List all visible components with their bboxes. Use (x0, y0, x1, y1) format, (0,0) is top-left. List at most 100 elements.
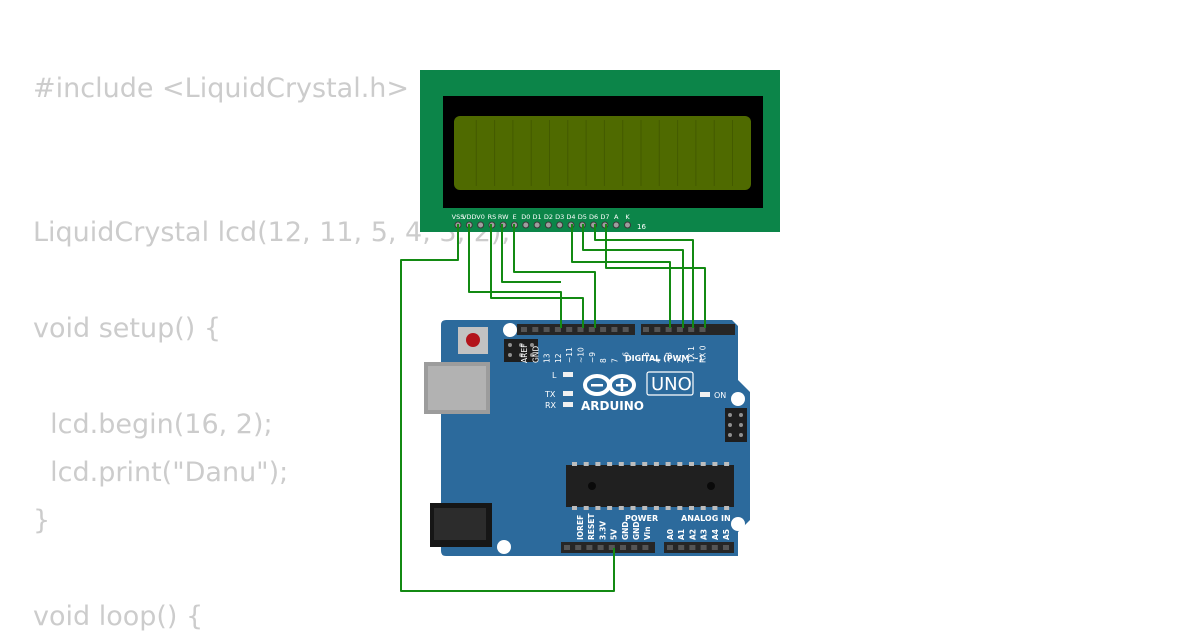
lcd-pin[interactable] (612, 221, 620, 229)
power-pin-hole[interactable] (642, 545, 649, 550)
wire-d4-to-pin5[interactable] (571, 224, 671, 328)
wires (400, 224, 706, 592)
wire-vss-to-5v[interactable] (400, 224, 615, 592)
wire-rs-to-pin12[interactable] (490, 224, 584, 328)
analog-pin-hole[interactable] (723, 545, 729, 550)
lcd-screen (454, 116, 751, 190)
chip-leg (630, 506, 636, 510)
on-led-label: ON (714, 391, 726, 400)
power-pin-hole[interactable] (608, 545, 615, 550)
digital-pin-label: GND (531, 346, 540, 363)
digital-pin-hole[interactable] (554, 327, 561, 332)
analog-pin-label: A2 (688, 529, 697, 540)
digital-pin-hole[interactable] (688, 327, 695, 332)
digital-pin-hole[interactable] (577, 327, 584, 332)
digital-pin-hole[interactable] (521, 327, 527, 332)
lcd-pin-label: D5 (578, 213, 587, 221)
analog-pin-hole[interactable] (678, 545, 685, 550)
arduino-brand-text: ARDUINO (581, 399, 644, 413)
analog-header-title: ANALOG IN (681, 514, 731, 523)
power-pin-hole[interactable] (620, 545, 626, 550)
digital-header-title: DIGITAL (PWM ~) (625, 354, 703, 363)
chip-leg (665, 462, 671, 466)
analog-pin-hole[interactable] (689, 545, 696, 550)
code-line: void setup() { (33, 313, 222, 344)
chip-leg (712, 462, 718, 466)
wire-d7-to-pin2[interactable] (605, 224, 706, 328)
chip-leg (595, 462, 601, 466)
mounting-hole (731, 517, 745, 531)
digital-pin-hole[interactable] (622, 327, 629, 332)
wire-rw-to-gnd[interactable] (501, 224, 561, 283)
code-line: lcd.begin(16, 2); (33, 409, 273, 440)
lcd-pin-label: D7 (600, 213, 609, 221)
chip-leg (677, 506, 683, 510)
digital-pin-label: ~10 (577, 347, 586, 363)
icsp-header (504, 339, 538, 362)
power-pin-label: GND (632, 521, 641, 540)
digital-header-left (517, 324, 635, 335)
icsp-header-right (725, 408, 747, 442)
digital-header-right (641, 324, 735, 335)
chip-leg (618, 506, 624, 510)
tx-led-label: TX (544, 390, 556, 399)
uno-badge (646, 371, 694, 396)
power-pin-hole[interactable] (564, 545, 570, 550)
wire-vdd-to-gnd[interactable] (468, 224, 562, 328)
analog-header (664, 542, 734, 553)
digital-pin-label: 12 (554, 353, 563, 363)
chip-leg (712, 506, 718, 510)
lcd-pin-label: D3 (555, 213, 564, 221)
wire-d5-to-pin4[interactable] (582, 224, 684, 328)
digital-pin-label: ~3 (665, 352, 674, 363)
digital-pin-hole[interactable] (676, 327, 683, 332)
power-pin-label: GND (621, 521, 630, 540)
digital-pin-label: AREF (520, 344, 529, 363)
chip-leg (724, 506, 730, 510)
digital-pin-hole[interactable] (611, 327, 618, 332)
power-pin-hole[interactable] (597, 545, 604, 550)
chip-leg (607, 506, 613, 510)
digital-pin-hole[interactable] (588, 327, 595, 332)
lcd-pin-label: VDD (462, 213, 476, 221)
digital-pin-hole[interactable] (665, 327, 672, 332)
digital-pin-hole[interactable] (532, 327, 539, 332)
digital-pin-label: ~6 (622, 352, 631, 363)
digital-pin-hole[interactable] (643, 327, 649, 332)
wire-e-to-pin11[interactable] (513, 224, 596, 328)
power-pin-hole[interactable] (575, 545, 582, 550)
lcd-pin[interactable] (533, 221, 541, 229)
digital-pin-hole[interactable] (600, 327, 607, 332)
analog-pin-hole[interactable] (700, 545, 707, 550)
power-pin-hole[interactable] (631, 545, 638, 550)
lcd-pin[interactable] (624, 221, 631, 229)
on-led (700, 392, 710, 397)
power-pin-label: 3.3V (598, 521, 607, 540)
lcd-pin[interactable] (556, 221, 564, 229)
code-line: #include <LiquidCrystal.h> (33, 73, 410, 104)
analog-pin-label: A4 (711, 529, 720, 540)
analog-pin-hole[interactable] (667, 545, 673, 550)
lcd-pin[interactable] (522, 221, 530, 229)
lcd-pin[interactable] (544, 221, 552, 229)
chip-leg (583, 462, 589, 466)
lcd-pin[interactable] (477, 221, 485, 229)
wire-d6-to-pin3[interactable] (594, 224, 694, 328)
digital-pin-label: 2 (676, 358, 685, 363)
digital-pin-hole[interactable] (566, 327, 573, 332)
chip-leg (677, 462, 683, 466)
digital-pin-label: RX 0 (699, 345, 708, 363)
analog-pin-label: A3 (700, 529, 709, 540)
chip-leg (642, 506, 648, 510)
digital-pin-hole[interactable] (543, 327, 550, 332)
digital-pin-hole[interactable] (699, 327, 706, 332)
power-pin-hole[interactable] (586, 545, 593, 550)
analog-pin-hole[interactable] (711, 545, 718, 550)
digital-pin-hole[interactable] (654, 327, 661, 332)
